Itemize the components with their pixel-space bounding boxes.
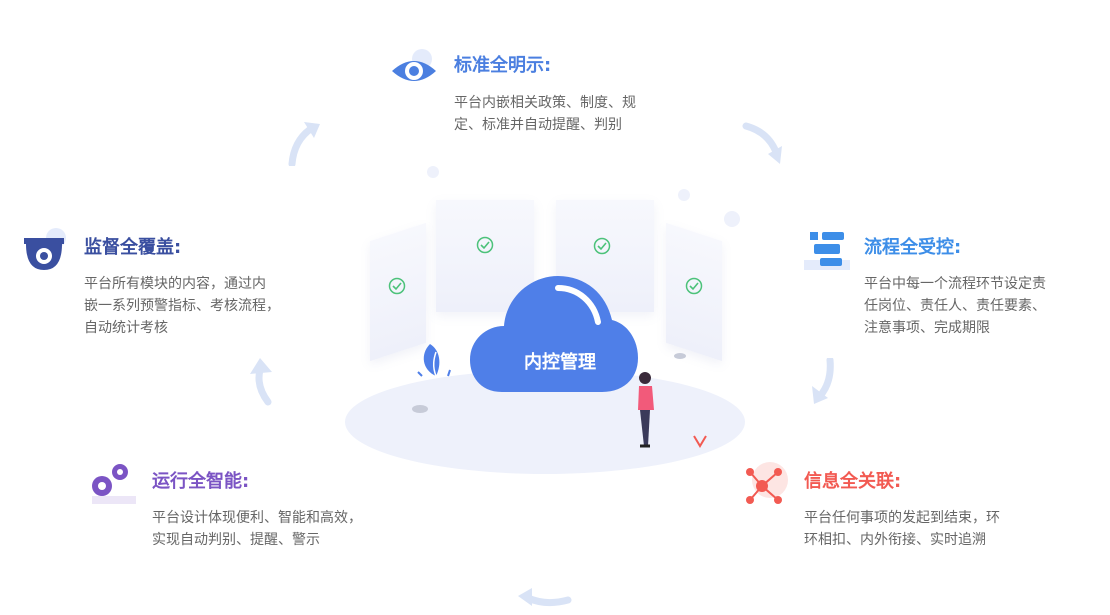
person-figure xyxy=(638,372,654,448)
decorative-dots xyxy=(427,166,740,227)
feature-desc-standards: 平台内嵌相关政策、制度、规 定、标准并自动提醒、判别 xyxy=(454,92,674,136)
arrow-up-right-icon xyxy=(288,122,320,166)
cloud-icon xyxy=(470,276,638,392)
feature-title-supervision: 监督全覆盖: xyxy=(84,237,182,258)
arrow-up-left-icon xyxy=(250,358,272,406)
eye-icon xyxy=(392,49,436,81)
gears-icon xyxy=(92,464,136,504)
center-label: 内控管理 xyxy=(524,352,596,373)
rock-icon xyxy=(412,405,428,413)
feature-title-standards: 标准全明示: xyxy=(454,55,552,76)
small-plant-icon xyxy=(693,435,707,448)
camera-icon xyxy=(24,228,66,270)
flow-icon xyxy=(804,232,850,270)
rock-icon xyxy=(674,353,686,359)
feature-desc-information: 平台任何事项的发起到结束，环 环相扣、内外衔接、实时追溯 xyxy=(804,507,1064,551)
document-panel-2 xyxy=(436,200,534,312)
feature-desc-process: 平台中每一个流程环节设定责 任岗位、责任人、责任要素、 注意事项、完成期限 xyxy=(864,273,1094,339)
feature-desc-line: 实现自动判别、提醒、警示 xyxy=(152,532,320,548)
feature-title-process: 流程全受控: xyxy=(864,237,962,258)
network-icon xyxy=(746,462,788,504)
feature-desc-line: 定、标准并自动提醒、判别 xyxy=(454,117,622,133)
arrow-down-right-icon xyxy=(742,122,782,164)
feature-desc-line: 任岗位、责任人、责任要素、 xyxy=(864,298,1046,314)
feature-desc-line: 平台所有模块的内容，通过内 xyxy=(84,276,266,292)
arrow-down-left-icon xyxy=(812,358,834,404)
feature-desc-line: 平台任何事项的发起到结束，环 xyxy=(804,510,1000,526)
feature-desc-intelligent: 平台设计体现便利、智能和高效， 实现自动判别、提醒、警示 xyxy=(152,507,412,551)
feature-desc-line: 嵌一系列预警指标、考核流程， xyxy=(84,298,280,314)
feature-desc-line: 平台中每一个流程环节设定责 xyxy=(864,276,1046,292)
arrow-left-icon xyxy=(518,588,572,607)
feature-title-intelligent: 运行全智能: xyxy=(152,471,250,492)
check-icon xyxy=(685,277,703,295)
feature-desc-line: 自动统计考核 xyxy=(84,320,168,336)
feature-desc-line: 平台设计体现便利、智能和高效， xyxy=(152,510,362,526)
plant-icon xyxy=(417,344,451,377)
feature-desc-supervision: 平台所有模块的内容，通过内 嵌一系列预警指标、考核流程， 自动统计考核 xyxy=(84,273,324,339)
feature-title-information: 信息全关联: xyxy=(804,471,902,492)
check-icon xyxy=(593,237,611,255)
check-icon xyxy=(476,236,494,254)
check-icon xyxy=(388,277,406,295)
feature-desc-line: 注意事项、完成期限 xyxy=(864,320,990,336)
feature-desc-line: 环相扣、内外衔接、实时追溯 xyxy=(804,532,986,548)
feature-desc-line: 平台内嵌相关政策、制度、规 xyxy=(454,95,636,111)
